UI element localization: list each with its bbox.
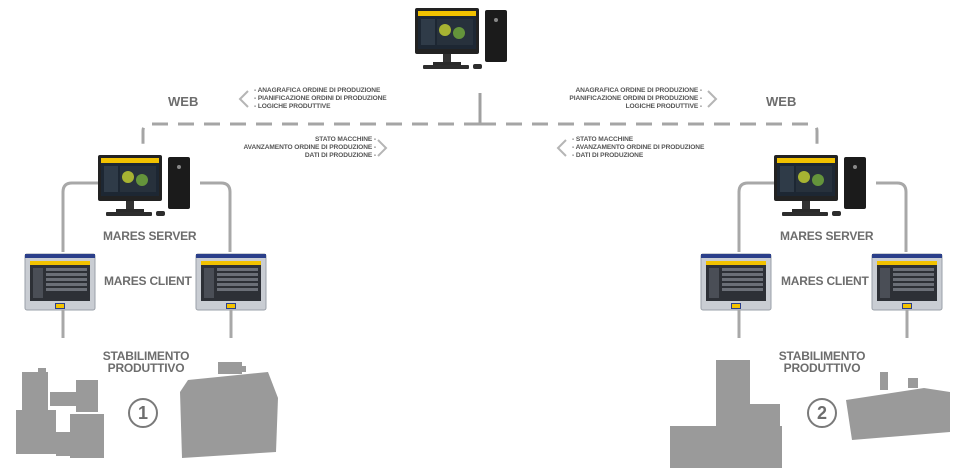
plant-label: STABILIMENTO PRODUTTIVO — [772, 350, 872, 374]
server-client-link-left-2 — [200, 181, 232, 252]
web-dashed-line-left — [141, 122, 480, 150]
flow-item: - ANAGRAFICA ORDINE DI PRODUZIONE — [254, 87, 381, 94]
mares-client-panel-icon — [195, 253, 267, 311]
arrow-left-icon — [556, 139, 567, 157]
plant-label: STABILIMENTO PRODUTTIVO — [96, 350, 196, 374]
central-workstation-icon — [415, 8, 507, 69]
flow-item: - LOGICHE PRODUTTIVE — [254, 103, 331, 111]
web-label-right: WEB — [766, 94, 797, 109]
flow-item: - DATI DI PRODUZIONE — [572, 152, 644, 160]
plant-label-line-1: STABILIMENTO — [102, 349, 190, 363]
web-dashed-line-right — [480, 122, 819, 150]
machine-silhouette-icon — [846, 372, 950, 440]
mares-client-label: MARES CLIENT — [781, 274, 869, 288]
flow-item: ANAGRAFICA ORDINE DI PRODUZIONE - — [575, 87, 703, 94]
server-client-link-right-1 — [737, 181, 776, 252]
mares-client-label: MARES CLIENT — [104, 274, 192, 288]
left-bottom-flow-list: STATO MACCHINE - AVANZAMENTO ORDINE DI P… — [243, 136, 376, 161]
right-top-flow-list: ANAGRAFICA ORDINE DI PRODUZIONE - PIANIF… — [569, 87, 702, 112]
machine-silhouette-icon — [670, 360, 782, 468]
plant-number-badge: 2 — [807, 398, 837, 428]
plant-label-line-2: PRODUTTIVO — [783, 361, 861, 375]
flow-item: LOGICHE PRODUTTIVE - — [625, 103, 703, 111]
mares-server-workstation-icon — [98, 155, 190, 216]
flow-item: PIANIFICAZIONE ORDINI DI PRODUZIONE - — [569, 95, 702, 103]
machine-silhouette-icon — [16, 368, 104, 458]
mares-server-label: MARES SERVER — [780, 229, 874, 243]
left-top-flow-list: - ANAGRAFICA ORDINE DI PRODUZIONE - PIAN… — [254, 87, 387, 112]
plant-label-line-1: STABILIMENTO — [778, 349, 866, 363]
server-client-link-left-1 — [61, 181, 100, 252]
mares-client-panel-icon — [871, 253, 943, 311]
mares-server-label: MARES SERVER — [103, 229, 197, 243]
flow-item: AVANZAMENTO ORDINE DI PRODUZIONE - — [243, 144, 376, 152]
flow-item: - STATO MACCHINE — [572, 136, 634, 143]
flow-item: - AVANZAMENTO ORDINE DI PRODUZIONE — [572, 144, 705, 152]
flow-item: DATI DI PRODUZIONE - — [304, 152, 376, 160]
arrow-right-icon — [377, 139, 388, 157]
plant-number-badge: 1 — [128, 398, 158, 428]
mares-server-workstation-icon — [774, 155, 866, 216]
flow-item: - PIANIFICAZIONE ORDINI DI PRODUZIONE — [254, 95, 387, 103]
right-bottom-flow-list: - STATO MACCHINE - AVANZAMENTO ORDINE DI… — [572, 136, 704, 161]
web-label-left: WEB — [168, 94, 199, 109]
mares-client-panel-icon — [700, 253, 772, 311]
mares-client-panel-icon — [24, 253, 96, 311]
plant-label-line-2: PRODUTTIVO — [107, 361, 185, 375]
server-client-link-right-2 — [876, 181, 908, 252]
flow-item: STATO MACCHINE - — [314, 136, 376, 143]
machine-silhouette-icon — [180, 362, 278, 458]
arrow-left-icon — [238, 90, 249, 108]
arrow-right-icon — [707, 90, 718, 108]
